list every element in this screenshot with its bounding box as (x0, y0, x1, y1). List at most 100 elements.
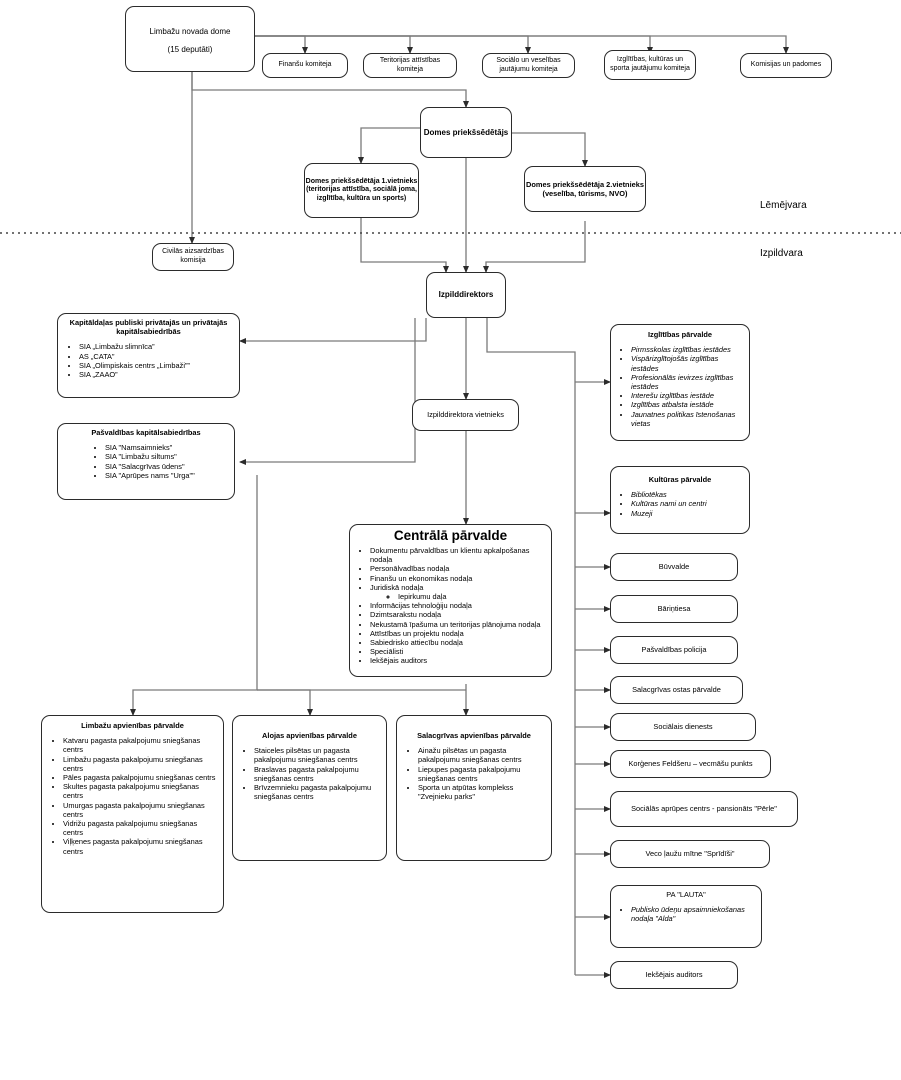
list-item: Iekšējais auditors (370, 656, 547, 665)
right-node-label: Sociālais dienests (653, 722, 713, 732)
deputy1-label: Domes priekšsēdētāja 1.vietnieks (terito… (305, 177, 418, 202)
salacgriva-union-list: Ainažu pilsētas un pagasta pakalpojumu s… (402, 746, 546, 801)
list-item: SIA „Limbažu slimnīca” (79, 342, 234, 351)
node-committee-territory[interactable]: Teritorijas attīstības komiteja (363, 53, 457, 78)
list-item: Jaunatnes politikas īstenošanas vietas (631, 410, 745, 428)
right-node-label: Salacgrīvas ostas pārvalde (632, 685, 721, 695)
committee-label: Izglītības, kultūras un sporta jautājumu… (610, 56, 690, 72)
list-item: AS „CATA” (79, 352, 234, 361)
lauta-title: PA "LAUTA" (666, 890, 706, 899)
node-executive-director-deputy[interactable]: Izpilddirektora vietnieks (412, 399, 519, 431)
civil-defense-label: Civilās aizsardzības komisija (162, 248, 224, 264)
node-council[interactable]: Limbažu novada dome (15 deputāti) (125, 6, 255, 72)
node-capital-shares[interactable]: Kapitāldaļas publiski privātajās un priv… (57, 313, 240, 398)
right-node-label: Būvvalde (658, 562, 690, 572)
right-node-label: Bāriņtiesa (657, 604, 691, 614)
list-item: Pirmsskolas izglītības iestādes (631, 345, 745, 354)
committee-label: Finanšu komiteja (278, 61, 332, 69)
node-chairman[interactable]: Domes priekšsēdētājs (420, 107, 512, 158)
node-deputy-chairman-1[interactable]: Domes priekšsēdētāja 1.vietnieks (terito… (304, 163, 419, 218)
list-item: Vidrižu pagasta pakalpojumu sniegšanas c… (63, 819, 218, 837)
list-item: Sabiedrisko attiecību nodaļa (370, 638, 547, 647)
list-item: Muzeji (631, 509, 745, 518)
node-limbazi-union-administration[interactable]: Limbažu apvienības pārvalde Katvaru paga… (41, 715, 224, 913)
node-salacgriva-union-administration[interactable]: Salacgrīvas apvienības pārvalde Ainažu p… (396, 715, 552, 861)
list-item: SIA "Namsaimnieks" (105, 443, 229, 452)
node-social-service[interactable]: Sociālais dienests (610, 713, 756, 741)
right-node-label: Pašvaldības policija (641, 645, 707, 655)
culture-board-title: Kultūras pārvalde (648, 475, 712, 484)
education-board-list: Pirmsskolas izglītības iestādes Vispāriz… (615, 345, 745, 428)
council-title: Limbažu novada dome (149, 27, 231, 36)
list-item: Iepirkumu daļa (398, 592, 547, 601)
node-committee-social-health[interactable]: Sociālo un veselības jautājumu komiteja (482, 53, 575, 78)
node-committee-edu-culture-sport[interactable]: Izglītības, kultūras un sporta jautājumu… (604, 50, 696, 80)
node-korgene-paramedic-point[interactable]: Korģenes Feldšeru – vecmāšu punkts (610, 750, 771, 778)
node-orphans-court[interactable]: Bāriņtiesa (610, 595, 738, 623)
list-item: Ainažu pilsētas un pagasta pakalpojumu s… (418, 746, 546, 764)
list-item: Bibliotēkas (631, 490, 745, 499)
right-node-label: Iekšējais auditors (645, 970, 703, 980)
aloja-union-title: Alojas apvienības pārvalde (262, 731, 357, 740)
node-education-board[interactable]: Izglītības pārvalde Pirmsskolas izglītīb… (610, 324, 750, 441)
node-civil-defense-commission[interactable]: Civilās aizsardzības komisija (152, 243, 234, 271)
capital-shares-list: SIA „Limbažu slimnīca” AS „CATA” SIA „Ol… (63, 342, 234, 379)
list-item: Limbažu pagasta pakalpojumu sniegšanas c… (63, 755, 218, 773)
list-item: Staiceles pilsētas un pagasta pakalpojum… (254, 746, 381, 764)
label-legislative-power: Lēmējvara (760, 200, 807, 211)
list-item: Sporta un atpūtas komplekss "Zvejnieku p… (418, 783, 546, 801)
central-admin-sublist: Iepirkumu daļa (370, 592, 547, 601)
list-item: SIA „Olimpiskais centrs „Limbaži”” (79, 361, 234, 370)
label-executive-power: Izpildvara (760, 248, 803, 259)
list-item: Publisko ūdeņu apsaimniekošanas nodaļa "… (631, 905, 757, 923)
node-elderly-home-spridisi[interactable]: Veco ļaužu mītne "Sprīdīši" (610, 840, 770, 868)
capital-shares-title: Kapitāldaļas publiski privātajās un priv… (69, 318, 228, 337)
node-building-board[interactable]: Būvvalde (610, 553, 738, 581)
node-aloja-union-administration[interactable]: Alojas apvienības pārvalde Staiceles pil… (232, 715, 387, 861)
right-node-label: Veco ļaužu mītne "Sprīdīši" (645, 849, 735, 859)
list-item: Brīvzemnieku pagasta pakalpojumu sniegša… (254, 783, 381, 801)
aloja-union-list: Staiceles pilsētas un pagasta pakalpojum… (238, 746, 381, 801)
list-item: Braslavas pagasta pakalpojumu sniegšanas… (254, 765, 381, 783)
education-board-title: Izglītības pārvalde (647, 330, 713, 339)
node-executive-director[interactable]: Izpilddirektors (426, 272, 506, 318)
list-item: Speciālisti (370, 647, 547, 656)
list-item: Katvaru pagasta pakalpojumu sniegšanas c… (63, 736, 218, 754)
exec-director-label: Izpilddirektors (438, 290, 494, 300)
list-item: Pāles pagasta pakalpojumu sniegšanas cen… (63, 773, 218, 782)
committee-label: Teritorijas attīstības komiteja (379, 56, 441, 73)
list-item: Dzimtsarakstu nodaļa (370, 610, 547, 619)
node-culture-board[interactable]: Kultūras pārvalde Bibliotēkas Kultūras n… (610, 466, 750, 534)
list-item: SIA "Limbažu siltums" (105, 452, 229, 461)
node-pa-lauta[interactable]: PA "LAUTA" Publisko ūdeņu apsaimniekošan… (610, 885, 762, 948)
municipal-companies-list: SIA "Namsaimnieks" SIA "Limbažu siltums"… (63, 443, 229, 480)
list-item-label: Juridiskā nodaļa (370, 582, 424, 592)
list-item: Liepupes pagasta pakalpojumu sniegšanas … (418, 765, 546, 783)
node-internal-auditor[interactable]: Iekšējais auditors (610, 961, 738, 989)
central-admin-list: Dokumentu pārvaldības un klientu apkalpo… (354, 546, 547, 666)
list-item: SIA „ZAAO” (79, 370, 234, 379)
list-item: Nekustamā īpašuma un teritorijas plānoju… (370, 620, 547, 629)
list-item: Juridiskā nodaļa Iepirkumu daļa (370, 583, 547, 601)
node-central-administration[interactable]: Centrālā pārvalde Dokumentu pārvaldības … (349, 524, 552, 677)
list-item: Izglītības atbalsta iestāde (631, 400, 745, 409)
node-municipal-companies[interactable]: Pašvaldības kapitālsabiedrības SIA "Nams… (57, 423, 235, 500)
list-item: Attīstības un projektu nodaļa (370, 629, 547, 638)
node-social-care-centre-perle[interactable]: Sociālās aprūpes centrs - pansionāts "Pē… (610, 791, 798, 827)
node-municipal-police[interactable]: Pašvaldības policija (610, 636, 738, 664)
list-item: Interešu izglītības iestāde (631, 391, 745, 400)
node-commissions-councils[interactable]: Komisijas un padomes (740, 53, 832, 78)
list-item: Viļķenes pagasta pakalpojumu sniegšanas … (63, 837, 218, 855)
node-committee-finance[interactable]: Finanšu komiteja (262, 53, 348, 78)
list-item: Umurgas pagasta pakalpojumu sniegšanas c… (63, 801, 218, 819)
committee-label: Komisijas un padomes (750, 61, 822, 69)
deputy2-label: Domes priekšsēdētāja 2.vietnieks (veselī… (526, 179, 644, 198)
limbazi-union-title: Limbažu apvienības pārvalde (81, 721, 184, 730)
node-port-authority[interactable]: Salacgrīvas ostas pārvalde (610, 676, 743, 704)
list-item: Kultūras nami un centri (631, 499, 745, 508)
list-item: SIA "Aprūpes nams "Urga"" (105, 471, 229, 480)
salacgriva-union-title: Salacgrīvas apvienības pārvalde (417, 731, 531, 740)
committee-label: Sociālo un veselības jautājumu komiteja (496, 56, 561, 73)
node-deputy-chairman-2[interactable]: Domes priekšsēdētāja 2.vietnieks (veselī… (524, 166, 646, 212)
